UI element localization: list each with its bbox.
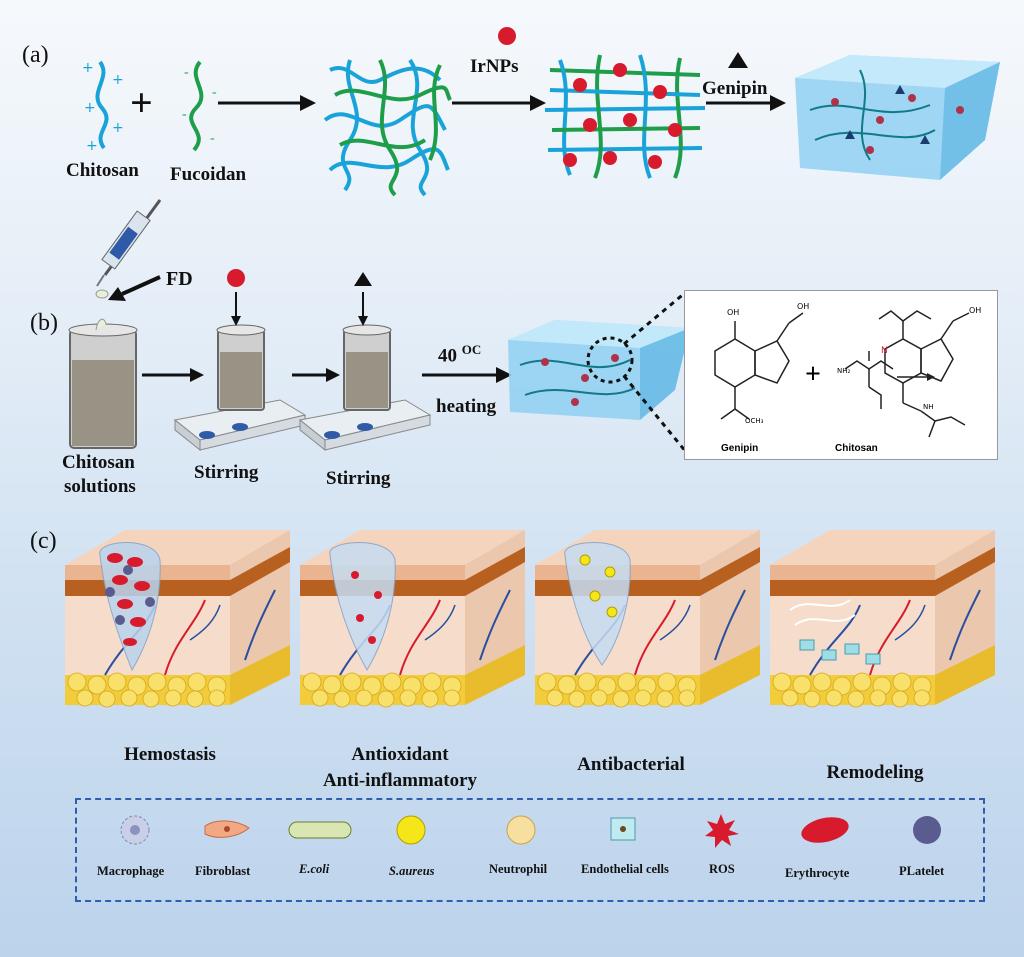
svg-text:-: - xyxy=(210,131,215,146)
remodeling-fibers xyxy=(789,599,856,626)
legend-neutrophil: Neutrophil xyxy=(489,862,548,876)
platelets-in-wound xyxy=(105,565,155,625)
svg-text:-: - xyxy=(212,85,217,100)
legend-icons xyxy=(120,814,941,848)
skin-block-remodeling xyxy=(769,529,996,708)
svg-text:-: - xyxy=(184,65,189,80)
fibroblast-icon xyxy=(204,820,250,838)
fucoidan-strand xyxy=(189,60,204,152)
legend-endothelial: Endothelial cells xyxy=(581,862,669,876)
temperature-label: 40 OC xyxy=(438,342,481,367)
panel-a-label: (a) xyxy=(22,42,49,68)
polymer-network-1 xyxy=(323,58,452,197)
panel-b-label: (b) xyxy=(30,310,58,336)
stage-antibacterial-label: Antibacterial xyxy=(577,754,685,775)
fucoidan-charges: - - - - xyxy=(182,65,217,146)
skin-block-hemostasis xyxy=(64,529,291,708)
fd-label: FD xyxy=(166,268,193,290)
oh-group: OH xyxy=(727,308,739,317)
stage-antioxidant-line-2: Anti-inflammatory xyxy=(322,770,478,791)
chem-chitosan-label: Chitosan xyxy=(835,443,878,454)
stirrer-1 xyxy=(173,269,307,452)
stage-antioxidant-label: Antioxidant Anti-inflammatory xyxy=(300,742,500,794)
genipin-label: Genipin xyxy=(702,78,768,99)
product-structure xyxy=(878,310,970,438)
irnps-label: IrNPs xyxy=(470,56,519,77)
chitosan-solutions-label-2: solutions xyxy=(64,476,136,497)
stirrer-2 xyxy=(298,272,432,452)
heating-label: heating xyxy=(436,396,497,417)
product-oh-group: OH xyxy=(969,306,981,315)
legend-ecoli: E.coli xyxy=(299,862,330,876)
chemical-reaction-inset: OH OH OCH₃ + NH₂ OH N NH Genipin Chitosa… xyxy=(684,290,998,460)
genipin-structure xyxy=(714,312,804,420)
stage-remodeling-label: Remodeling xyxy=(826,762,924,783)
platelet-icon xyxy=(913,816,941,844)
svg-text:+: + xyxy=(86,138,98,154)
endothelial-icon xyxy=(610,817,636,841)
chitosan-structure xyxy=(844,351,894,409)
beaker-1 xyxy=(68,318,138,449)
reaction-plus: + xyxy=(805,359,821,390)
chem-genipin-label: Genipin xyxy=(721,443,758,454)
temperature-unit: OC xyxy=(461,342,482,357)
stage-hemostasis-label: Hemostasis xyxy=(124,744,216,765)
ecoli-icon xyxy=(288,821,352,839)
panel-c-skin-blocks xyxy=(64,529,996,708)
legend-ros: ROS xyxy=(709,862,735,876)
svg-text:+: + xyxy=(84,100,96,116)
stirring-label-1: Stirring xyxy=(194,462,259,483)
legend-fibroblast: Fibroblast xyxy=(195,864,251,878)
chitosan-charges: + + + + + xyxy=(82,60,124,154)
erythrocyte-icon xyxy=(801,817,849,843)
product-nh-group: NH xyxy=(923,403,934,411)
product-n-atom: N xyxy=(881,346,888,356)
panel-b-graphics xyxy=(68,199,690,453)
endothelial-cells-in-wound xyxy=(799,639,881,665)
panel-c-label: (c) xyxy=(30,528,57,554)
saureus-icon xyxy=(396,815,426,845)
nh2-group: NH₂ xyxy=(837,367,851,375)
och3-group: OCH₃ xyxy=(745,417,764,425)
fucoidan-label: Fucoidan xyxy=(170,164,247,185)
temperature-value: 40 xyxy=(438,345,457,367)
hydrogel-block-b xyxy=(508,290,690,453)
panel-a-graphics: + + + + + + - - - - xyxy=(82,27,1000,197)
legend-erythrocyte: Erythrocyte xyxy=(785,866,850,880)
legend-platelet: PLatelet xyxy=(899,864,945,878)
irnp-icon xyxy=(498,27,516,45)
wound-antioxidant xyxy=(329,542,396,671)
chitosan-solutions-label-1: Chitosan xyxy=(62,452,135,473)
stage-antioxidant-line-1: Antioxidant xyxy=(351,744,449,765)
reaction-scheme: OH OH OCH₃ + NH₂ OH N NH Genipin Chitosa… xyxy=(714,302,981,454)
legend-box: Macrophage Fibroblast E.coli S.aureus Ne… xyxy=(75,798,985,902)
ros-in-wound xyxy=(351,571,382,644)
genipin-triangle-icon xyxy=(728,52,748,68)
erythrocytes-in-wound xyxy=(107,553,150,646)
bacteria-in-wound xyxy=(579,554,618,618)
svg-text:+: + xyxy=(112,120,124,136)
oh-group-2: OH xyxy=(797,302,809,311)
syringe-icon xyxy=(95,199,162,299)
hydrogel-block-a xyxy=(795,55,1000,180)
irnps-in-network xyxy=(563,63,682,169)
chitosan-label: Chitosan xyxy=(66,160,139,181)
stirring-label-2: Stirring xyxy=(326,468,391,489)
svg-text:-: - xyxy=(182,107,187,122)
svg-text:+: + xyxy=(82,60,94,76)
legend-macrophage: Macrophage xyxy=(97,864,165,878)
legend-saureus: S.aureus xyxy=(389,864,435,878)
neutrophil-icon xyxy=(506,815,536,845)
ros-icon xyxy=(705,814,739,848)
plus-sign: + xyxy=(130,80,153,125)
svg-text:+: + xyxy=(112,72,124,88)
chitosan-strand xyxy=(95,60,109,150)
macrophage-icon xyxy=(120,815,150,845)
